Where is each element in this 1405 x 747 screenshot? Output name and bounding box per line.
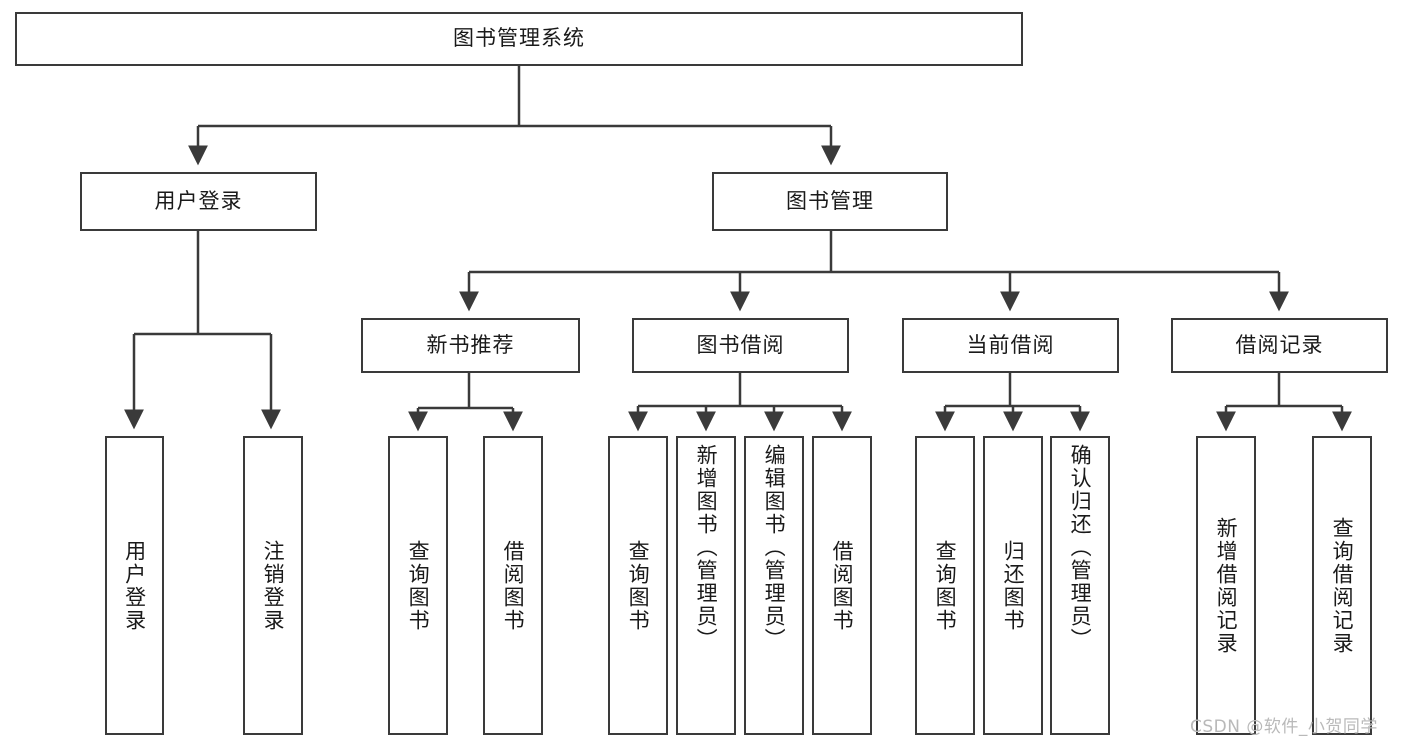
leaf-borrow-book-newbook[interactable]: 借阅图书	[483, 436, 543, 735]
node-current-borrow[interactable]: 当前借阅	[902, 318, 1119, 373]
leaf-edit-book-admin[interactable]: 编辑图书（管理员）	[744, 436, 804, 735]
node-book-borrow[interactable]: 图书借阅	[632, 318, 849, 373]
leaf-return-book[interactable]: 归还图书	[983, 436, 1043, 735]
node-user-login[interactable]: 用户登录	[80, 172, 317, 231]
leaf-query-book-current[interactable]: 查询图书	[915, 436, 975, 735]
leaf-query-book-newbook[interactable]: 查询图书	[388, 436, 448, 735]
leaf-add-book-admin[interactable]: 新增图书（管理员）	[676, 436, 736, 735]
leaf-confirm-return-admin[interactable]: 确认归还（管理员）	[1050, 436, 1110, 735]
leaf-query-book-borrow[interactable]: 查询图书	[608, 436, 668, 735]
csdn-watermark: CSDN @软件_小贺同学	[1190, 717, 1378, 737]
node-root[interactable]: 图书管理系统	[15, 12, 1023, 66]
leaf-user-login[interactable]: 用户登录	[105, 436, 164, 735]
leaf-borrow-book[interactable]: 借阅图书	[812, 436, 872, 735]
leaf-logout-login[interactable]: 注销登录	[243, 436, 303, 735]
node-book-management[interactable]: 图书管理	[712, 172, 948, 231]
leaf-add-borrow-record[interactable]: 新增借阅记录	[1196, 436, 1256, 735]
node-borrow-record[interactable]: 借阅记录	[1171, 318, 1388, 373]
leaf-query-borrow-record[interactable]: 查询借阅记录	[1312, 436, 1372, 735]
node-new-book-recommend[interactable]: 新书推荐	[361, 318, 580, 373]
